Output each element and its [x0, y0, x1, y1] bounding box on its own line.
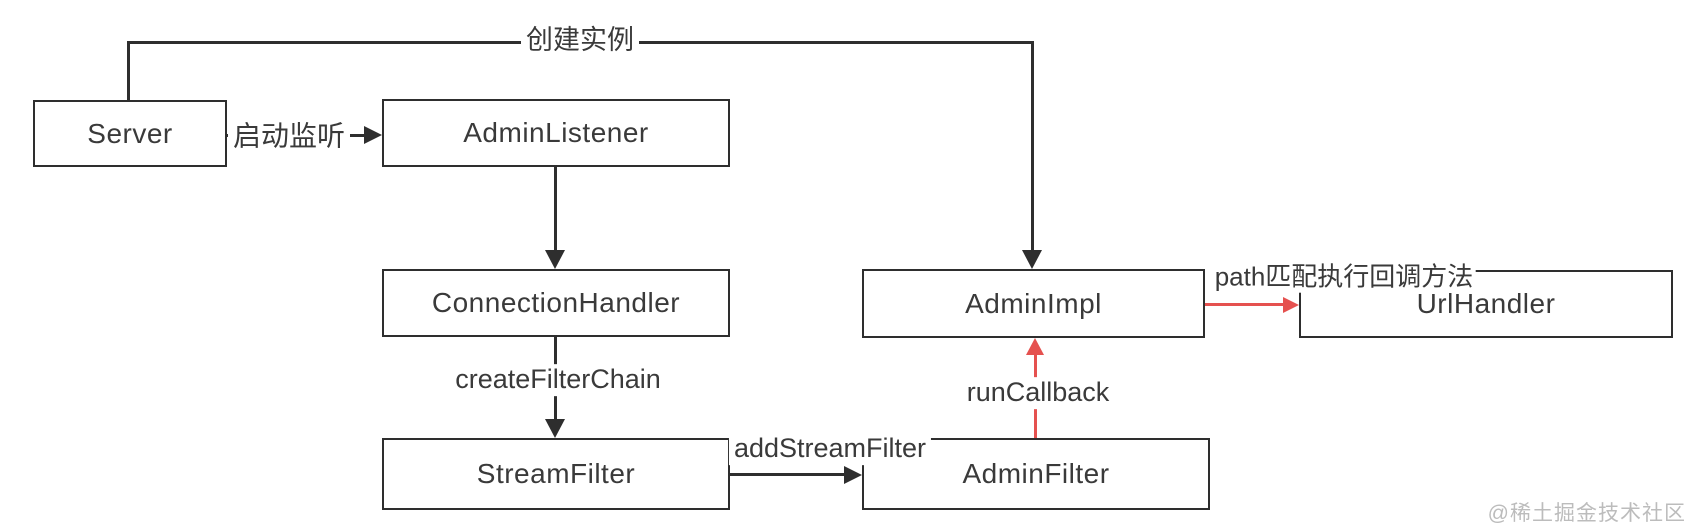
edge-path-match-segment [1205, 303, 1285, 306]
node-url-handler-label: UrlHandler [1416, 288, 1556, 319]
edge-run-callback-arrowhead-icon [1026, 338, 1044, 355]
node-server: Server [33, 100, 227, 167]
node-admin-listener: AdminListener [382, 99, 730, 167]
edge-start-listen-arrowhead-icon [364, 126, 382, 144]
edge-create-instance-segment-up [127, 41, 130, 100]
node-stream-filter-label: StreamFilter [476, 458, 636, 489]
node-server-label: Server [87, 117, 173, 149]
edge-listener-to-handler-segment [554, 167, 557, 252]
edge-label-create-instance: 创建实例 [521, 25, 639, 57]
edge-create-instance-segment-down [1031, 41, 1034, 252]
edge-label-run-callback: runCallback [961, 377, 1115, 409]
node-connection-handler: ConnectionHandler [382, 269, 730, 337]
node-url-handler: UrlHandler [1299, 270, 1673, 338]
node-admin-impl: AdminImpl [862, 269, 1205, 338]
edge-add-stream-filter-arrowhead-icon [844, 466, 862, 484]
edge-create-filter-chain-arrowhead-icon [545, 419, 565, 438]
edge-listener-to-handler-arrowhead-icon [545, 250, 565, 269]
node-admin-listener-label: AdminListener [463, 117, 649, 148]
edge-create-instance-arrowhead-icon [1022, 250, 1042, 269]
watermark: @稀土掘金技术社区 [1487, 502, 1686, 525]
node-stream-filter: StreamFilter [382, 438, 730, 510]
edge-path-match-arrowhead-icon [1283, 297, 1299, 313]
node-admin-filter: AdminFilter [862, 438, 1210, 510]
edge-label-start-listen: 启动监听 [227, 120, 351, 154]
edge-label-path-match: path匹配执行回调方法 [1212, 261, 1476, 293]
edge-label-create-filter-chain: createFilterChain [450, 364, 666, 396]
node-admin-impl-label: AdminImpl [965, 287, 1102, 319]
edge-add-stream-filter-segment [730, 473, 846, 476]
edge-label-add-stream-filter: addStreamFilter [728, 433, 932, 465]
node-admin-filter-label: AdminFilter [962, 458, 1110, 489]
node-connection-handler-label: ConnectionHandler [431, 287, 681, 318]
